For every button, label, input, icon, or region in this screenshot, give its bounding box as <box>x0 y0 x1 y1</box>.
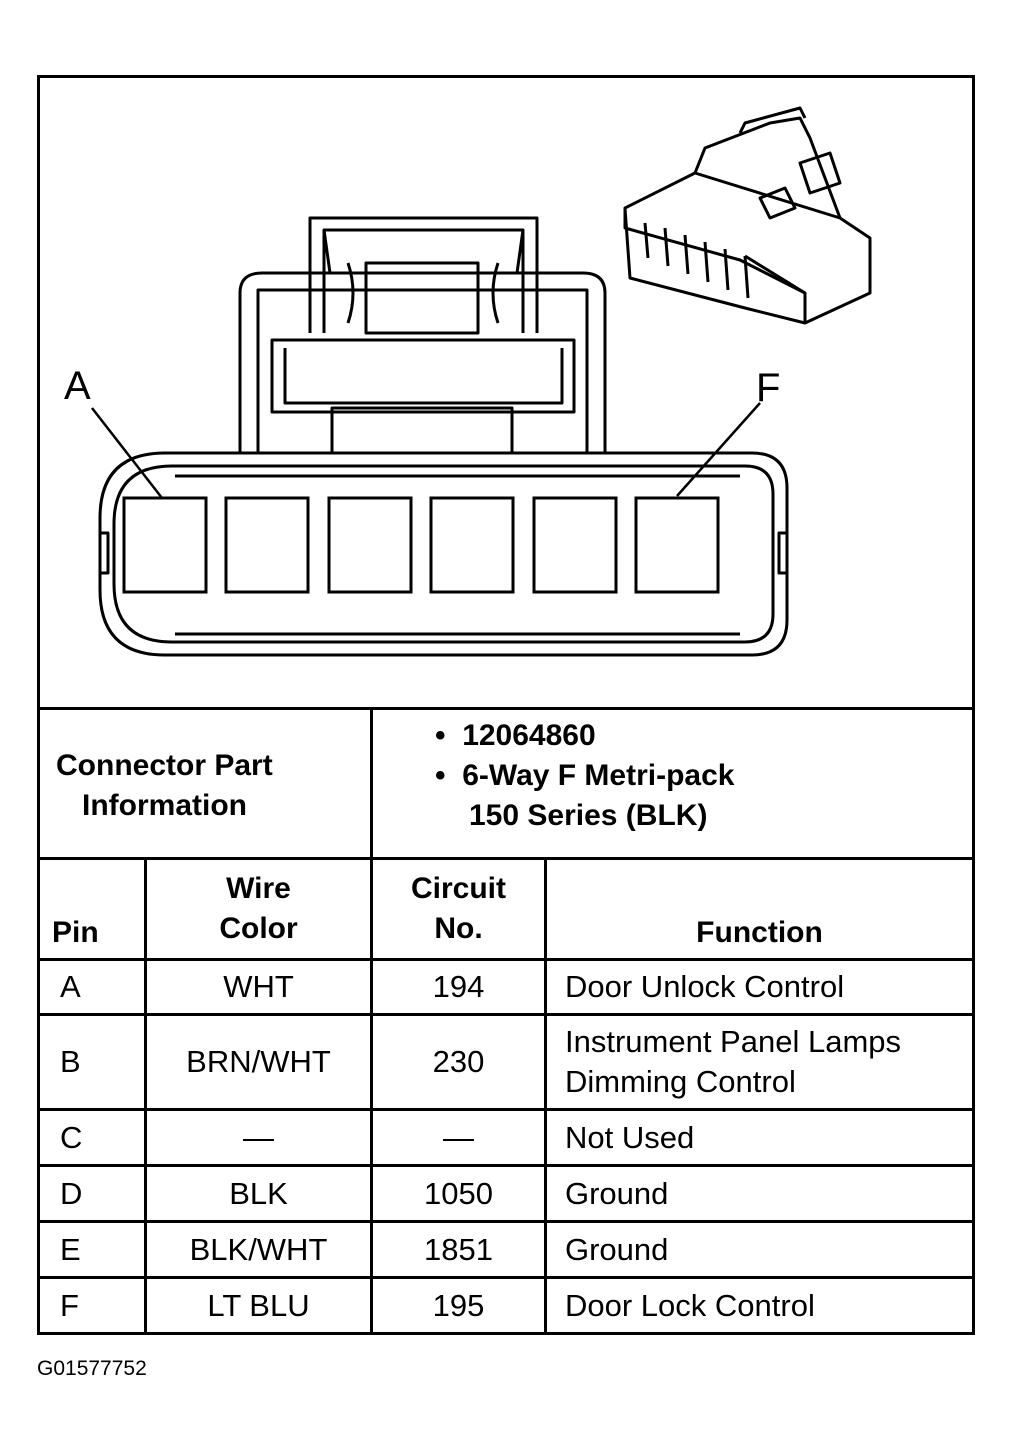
row-e-pin: E <box>60 1231 81 1267</box>
cavity-c <box>327 496 413 594</box>
connector-latch <box>308 216 539 333</box>
connector-face-svg <box>91 106 872 657</box>
row-e-function: Ground <box>547 1223 972 1276</box>
row-f-pin: F <box>60 1287 79 1323</box>
row-f-circuit: 195 <box>373 1279 544 1332</box>
header-wire-color: Wire Color <box>147 860 370 958</box>
row-b-wire: BRN/WHT <box>147 1016 370 1108</box>
row-a-circuit: 194 <box>373 961 544 1013</box>
row-b-circuit: 230 <box>373 1016 544 1108</box>
row-e-wire: BLK/WHT <box>147 1223 370 1276</box>
latch-tab <box>330 406 514 455</box>
header-wire-text1: Wire <box>226 872 291 905</box>
pin-cavities <box>122 496 720 594</box>
row-b-function: Instrument Panel Lamps Dimming Control <box>547 1016 972 1108</box>
row-d-wire-text: BLK <box>229 1175 288 1211</box>
row-d-circuit-text: 1050 <box>424 1175 493 1211</box>
row-e-circuit: 1851 <box>373 1223 544 1276</box>
connector-iso-view <box>623 106 872 325</box>
row-b-wire-text: BRN/WHT <box>186 1044 331 1079</box>
part-info-label-line2: Information <box>82 789 247 822</box>
part-info-label-line1: Connector Part <box>56 749 273 782</box>
connector-housing-inner <box>256 288 589 453</box>
row-a-function: Door Unlock Control <box>547 961 972 1013</box>
row-c-function: Not Used <box>547 1111 972 1164</box>
row-f-wire: LT BLU <box>147 1279 370 1332</box>
header-pin: Pin <box>40 878 144 958</box>
row-b-function-text1: Instrument Panel Lamps <box>565 1024 902 1059</box>
row-e-function-text: Ground <box>565 1231 669 1267</box>
part-info-details: • 12064860 • 6-Way F Metri-pack 150 Seri… <box>373 710 972 857</box>
cavity-a <box>122 496 208 594</box>
header-function-text: Function <box>696 916 823 949</box>
bullet-icon: • <box>435 719 446 752</box>
row-a-circuit-text: 194 <box>432 969 485 1004</box>
table-row: C <box>40 1111 144 1164</box>
row-f-function: Door Lock Control <box>547 1279 972 1332</box>
part-info-label: Connector Part Information <box>40 710 370 857</box>
pin-label-a: A <box>64 364 91 408</box>
row-c-circuit-text: — <box>443 1119 474 1155</box>
row-f-function-text: Door Lock Control <box>565 1287 815 1323</box>
row-a-pin: A <box>60 969 81 1004</box>
connector-diagram-frame: A F Connector Part Information • 1206486… <box>37 75 975 1335</box>
header-circuit-text2: No. <box>434 912 483 945</box>
row-d-circuit: 1050 <box>373 1167 544 1220</box>
row-c-wire: — <box>147 1111 370 1164</box>
connector-housing <box>238 271 607 453</box>
row-e-wire-text: BLK/WHT <box>189 1231 328 1267</box>
row-d-function-text: Ground <box>565 1175 669 1211</box>
table-row: A <box>40 961 144 1013</box>
latch-window <box>364 261 480 335</box>
table-row: F <box>40 1279 144 1332</box>
table-row: E <box>40 1223 144 1276</box>
bullet-icon: • <box>435 759 446 792</box>
header-pin-text: Pin <box>52 916 99 949</box>
row-e-circuit-text: 1851 <box>424 1231 493 1267</box>
latch-bar <box>270 338 576 414</box>
row-a-function-text: Door Unlock Control <box>565 969 845 1004</box>
row-b-function-text2: Dimming Control <box>565 1064 796 1099</box>
row-a-wire-text: WHT <box>223 969 294 1004</box>
catalog-id: G01577752 <box>37 1357 147 1380</box>
header-function: Function <box>547 898 972 958</box>
cavity-e <box>532 496 618 594</box>
connector-drawing: A F <box>40 78 972 707</box>
table-row: D <box>40 1167 144 1220</box>
cavity-f <box>634 496 720 594</box>
row-b-circuit-text: 230 <box>432 1044 485 1079</box>
row-c-function-text: Not Used <box>565 1119 695 1155</box>
row-f-wire-text: LT BLU <box>207 1287 310 1323</box>
cavity-b <box>224 496 310 594</box>
row-a-wire: WHT <box>147 961 370 1013</box>
connector-shell <box>98 451 789 657</box>
row-d-function: Ground <box>547 1167 972 1220</box>
row-c-pin: C <box>60 1119 83 1155</box>
row-f-circuit-text: 195 <box>432 1287 485 1323</box>
header-wire-text2: Color <box>219 912 298 945</box>
row-b-pin: B <box>60 1044 81 1079</box>
header-circuit: Circuit No. <box>373 860 544 958</box>
table-row: B <box>40 1016 144 1108</box>
leader-line-f <box>676 402 761 497</box>
connector-shell-inner <box>112 464 775 644</box>
description-line2: 150 Series (BLK) <box>469 799 708 832</box>
description-line1: • 6-Way F Metri-pack <box>435 756 972 796</box>
part-number-line: • 12064860 <box>435 716 972 756</box>
leader-line-a <box>91 407 163 499</box>
cavity-d <box>429 496 515 594</box>
part-number: 12064860 <box>462 719 596 752</box>
pin-label-f: F <box>756 366 781 410</box>
header-circuit-text1: Circuit <box>410 872 506 905</box>
connector-description: 6-Way F Metri-pack <box>462 759 735 792</box>
row-d-pin: D <box>60 1175 83 1211</box>
row-c-circuit: — <box>373 1111 544 1164</box>
row-c-wire-text: — <box>243 1119 274 1155</box>
row-d-wire: BLK <box>147 1167 370 1220</box>
